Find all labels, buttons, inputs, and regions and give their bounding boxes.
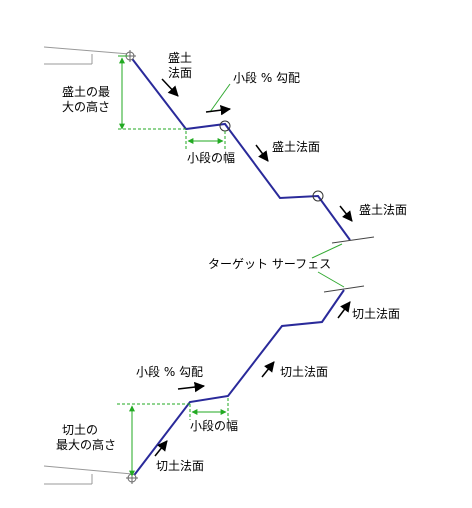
fill-slope-arrow-2	[255, 144, 269, 162]
cut-slope-arrow-top	[337, 301, 351, 319]
fill-bench-arrow	[205, 104, 232, 116]
cut-bench-slope-label: 小段 % 勾配	[136, 364, 203, 379]
fill-max-height-label-1: 盛土の最	[62, 84, 110, 99]
cut-slope-arrow-low	[154, 440, 168, 457]
cut-bench-width-dimension	[189, 398, 229, 420]
target-surface-line-upper	[331, 236, 375, 244]
target-surface-leader-lower	[317, 271, 345, 288]
fill-bench-point-icon-2	[312, 190, 324, 202]
fill-slope-mid-label: 盛土法面	[272, 139, 320, 154]
fill-max-height-label-2: 大の高さ	[62, 99, 110, 114]
fill-slope-line	[129, 55, 351, 241]
fill-slope-top-label-1: 盛土	[168, 50, 192, 65]
cut-existing-ground	[43, 465, 133, 485]
cut-slope-low-label: 切土法面	[156, 459, 204, 473]
cut-slope-line	[131, 289, 345, 479]
fill-bench-point-icon	[219, 120, 231, 132]
cut-slope-arrow-mid	[261, 361, 275, 378]
cut-max-height-label-1: 切土の	[62, 423, 98, 437]
cut-max-height-label-2: 最大の高さ	[56, 437, 116, 452]
fill-max-height-dimension	[118, 55, 186, 130]
target-surface-leader-upper	[311, 243, 343, 259]
cut-slope-top-label: 切土法面	[352, 307, 400, 321]
target-surface-line-lower	[323, 285, 365, 293]
fill-existing-ground	[43, 46, 131, 65]
fill-bench-width-dimension	[185, 131, 226, 150]
fill-slope-low-label: 盛土法面	[359, 202, 407, 217]
fill-slope-arrow-3	[339, 205, 353, 222]
cut-bench-arrow	[177, 381, 206, 393]
fill-bench-width-label: 小段の幅	[187, 150, 235, 165]
fill-slope-arrow-1	[161, 78, 179, 97]
fill-slope-top-label-2: 法面	[168, 66, 192, 80]
fill-bench-slope-leader	[209, 83, 231, 113]
cut-slope-mid-label: 切土法面	[280, 365, 328, 379]
cut-max-height-dimension	[117, 403, 190, 477]
fill-bench-slope-label: 小段 % 勾配	[233, 70, 300, 85]
cut-bench-width-label: 小段の幅	[190, 418, 238, 433]
target-surface-label: ターゲット サーフェス	[208, 257, 331, 271]
